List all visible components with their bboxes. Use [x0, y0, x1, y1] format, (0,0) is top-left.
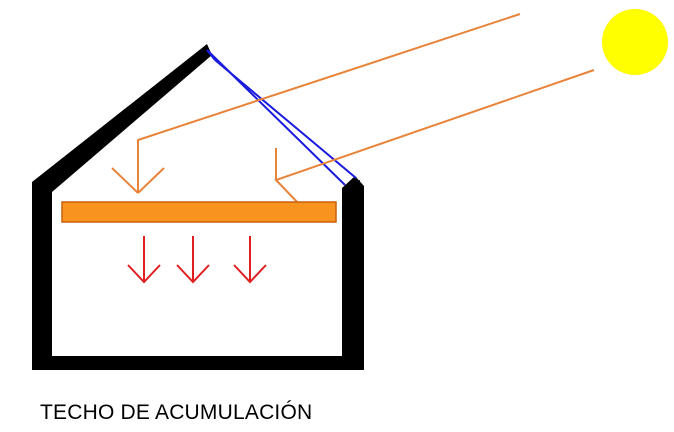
storage-slab: [61, 201, 337, 223]
heat-arrow-icon: [176, 236, 210, 284]
sun-icon: [602, 9, 668, 75]
solar-rays: [111, 13, 595, 206]
diagram-caption: TECHO DE ACUMULACIÓN: [40, 401, 313, 424]
heat-arrow-icon: [233, 236, 267, 284]
house-right-wall-top: [342, 176, 364, 370]
glazed-roof: [206, 49, 357, 186]
heat-arrows: [127, 236, 267, 284]
heat-arrow-icon: [127, 236, 161, 284]
house-outline: [32, 44, 360, 370]
